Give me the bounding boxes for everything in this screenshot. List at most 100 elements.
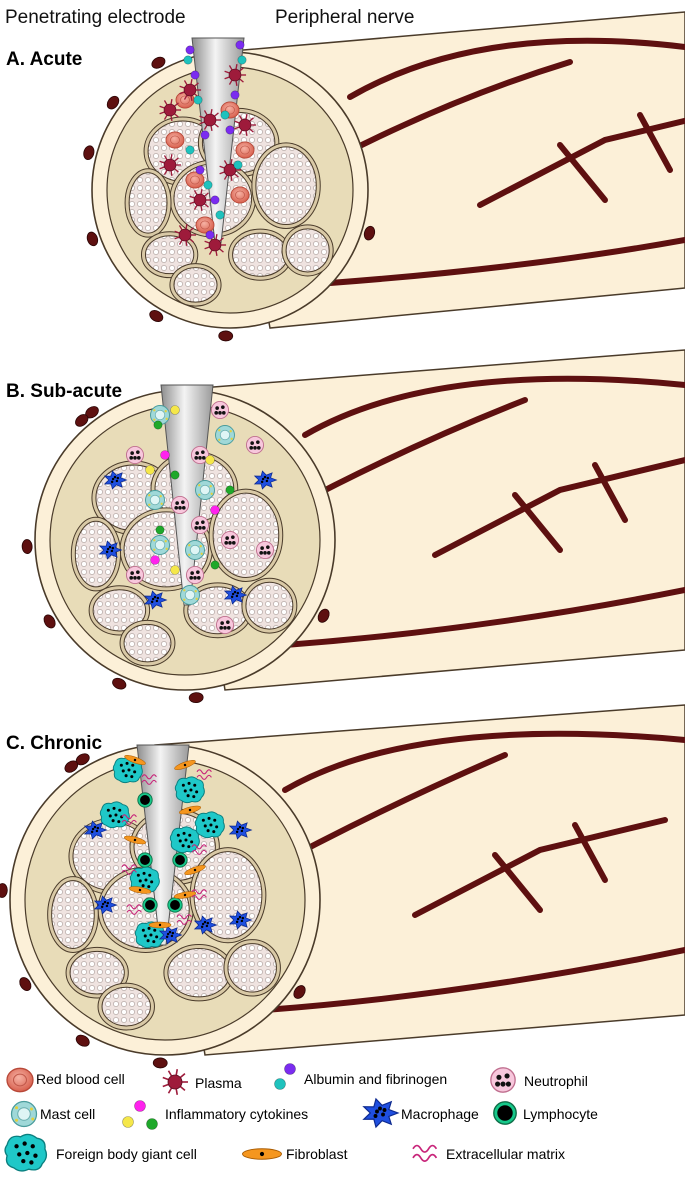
macrophage-cell: [362, 1097, 400, 1129]
epineural-vessel: [317, 608, 330, 623]
albumin-dot: [190, 70, 200, 80]
albumin-dot: [230, 90, 240, 100]
albumin-dot: [205, 230, 215, 240]
blood-vessel: [302, 375, 685, 438]
neutrophil-cell: [210, 400, 230, 420]
fascicle: [92, 589, 147, 632]
legend-label-extracellular-matrix: Extracellular matrix: [446, 1146, 566, 1162]
lymphocyte-cell: [137, 852, 153, 868]
cytokine-green: [225, 485, 235, 495]
epineural-vessel: [75, 1034, 90, 1047]
albumin-dot: [235, 40, 245, 50]
macrophage-cell: [223, 585, 248, 605]
epineural-vessel: [151, 56, 166, 69]
cytokine-magenta: [160, 450, 170, 460]
plasma-cell: [199, 108, 222, 132]
neutrophil-cell: [170, 495, 190, 515]
fascicle: [144, 235, 195, 275]
foreign-body-giant-cell: [174, 776, 205, 804]
plasma-cell: [179, 78, 202, 102]
legend-label-plasma: Plasma: [195, 1075, 242, 1091]
plasma-cell: [162, 1069, 188, 1095]
extracellular-matrix: [141, 774, 157, 785]
cytokine-yellow: [205, 455, 215, 465]
extracellular-matrix: [191, 844, 207, 855]
epineural-vessel: [188, 692, 204, 704]
neutrophil-cell: [255, 540, 275, 560]
albumin-dot: [185, 45, 195, 55]
red-blood-cell: [185, 171, 205, 189]
macrophage-cell: [83, 820, 108, 840]
albumin-dot: [200, 130, 210, 140]
blood-vessel: [262, 947, 685, 1013]
blood-vessel: [282, 587, 685, 648]
epineural-vessel: [21, 539, 33, 554]
red-blood-cell: [230, 186, 250, 204]
cytokine-yellow: [170, 405, 180, 415]
foreign-body-giant-cell: [194, 811, 225, 839]
fibrinogen-dot: [203, 180, 213, 190]
mast-cell: [10, 1100, 38, 1128]
extracellular-matrix: [121, 864, 137, 875]
lymphocyte-cell: [142, 897, 158, 913]
plasma-cell: [224, 63, 247, 87]
nerve-header: Peripheral nerve: [275, 7, 415, 28]
legend-albumin-dot: [284, 1063, 296, 1075]
fibroblast-cell: [148, 921, 172, 929]
epineural-vessel: [83, 145, 95, 160]
fascicle: [51, 880, 95, 949]
extracellular-matrix: [191, 889, 207, 900]
blood-vessel: [637, 112, 673, 173]
fibrinogen-dot: [220, 110, 230, 120]
fascicle: [232, 232, 289, 277]
cytokine-magenta: [210, 505, 220, 515]
fibrinogen-dot: [183, 55, 193, 65]
foreign-body-giant-cell: [4, 1133, 48, 1172]
fibrinogen-dot: [185, 145, 195, 155]
legend-label-red-blood-cell: Red blood cell: [36, 1071, 125, 1087]
macrophage-cell: [228, 820, 253, 840]
albumin-dot: [210, 195, 220, 205]
fibroblast-cell: [124, 755, 146, 765]
extracellular-matrix: [176, 914, 192, 925]
panel-subacute: [21, 349, 685, 704]
epineural-vessel: [0, 883, 8, 898]
neutrophil-cell: [190, 445, 210, 465]
epineural-vessel: [218, 330, 234, 342]
macrophage-cell: [228, 910, 253, 930]
neutrophil-cell: [215, 615, 235, 635]
panel-label-subacute: B. Sub-acute: [6, 381, 123, 402]
neutrophil-cell: [220, 530, 240, 550]
legend-label-fibroblast: Fibroblast: [286, 1146, 348, 1162]
neutrophil-cell: [490, 1067, 516, 1093]
mast-cell: [145, 490, 165, 510]
plasma-cell: [234, 113, 257, 137]
legend-cytokine-yellow: [122, 1116, 134, 1128]
macrophage-cell: [93, 895, 118, 915]
blood-vessel: [477, 117, 685, 208]
cytokine-green: [170, 470, 180, 480]
epineural-vessel: [149, 310, 164, 323]
lymphocyte-cell: [137, 792, 153, 808]
mast-cell: [150, 535, 170, 555]
cytokine-green: [210, 560, 220, 570]
cytokine-yellow: [145, 465, 155, 475]
blood-vessel: [512, 492, 563, 553]
epineural-vessel: [64, 760, 79, 773]
extracellular-matrix: [121, 814, 137, 825]
macrophage-cell: [143, 590, 168, 610]
plasma-cell: [159, 153, 182, 177]
fibroblast-cell: [242, 1148, 282, 1160]
fascicle: [123, 623, 172, 663]
blood-vessel: [327, 237, 685, 286]
blood-vessel: [347, 37, 685, 100]
mast-cell: [185, 540, 205, 560]
penetrating-electrode: [191, 37, 245, 244]
red-blood-cell: [165, 131, 185, 149]
panel-label-acute: A. Acute: [6, 49, 83, 70]
fibroblast-cell: [174, 760, 196, 770]
epineural-vessel: [75, 414, 89, 427]
albumin-dot: [195, 165, 205, 175]
panel-chronic: [0, 704, 685, 1069]
